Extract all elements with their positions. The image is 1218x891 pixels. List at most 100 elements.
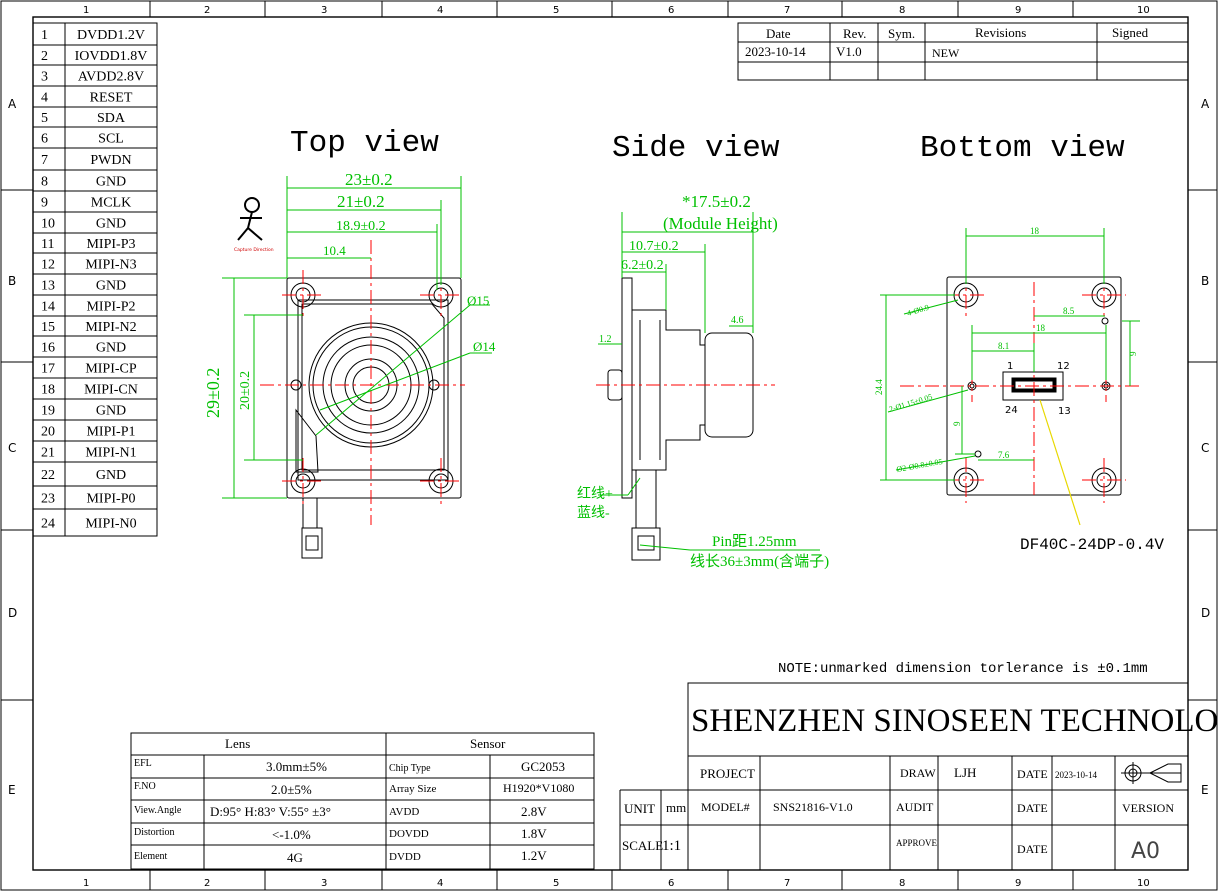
dim-244: 24.4 [874, 379, 884, 395]
dim-module-height: *17.5±0.2 [682, 192, 751, 211]
connector-pin-1: 1 [1007, 361, 1013, 372]
top-board-outline [286, 277, 462, 499]
dim-width-21: 21±0.2 [337, 192, 385, 211]
date-label: DATE [1017, 801, 1048, 815]
dim-width-104: 10.4 [323, 243, 346, 258]
rev-header-signed: Signed [1112, 25, 1149, 40]
company-name: SHENZHEN SINOSEEN TECHNOLOGY [691, 703, 1218, 739]
dim-18: 18 [1036, 323, 1046, 333]
sensor-key: Array Size [389, 783, 436, 795]
pin-number: 20 [41, 425, 55, 440]
pin-number: 11 [41, 237, 54, 252]
pin-number: 16 [41, 341, 55, 356]
lens-value: 4G [287, 850, 303, 865]
pin-name: MIPI-N1 [85, 446, 136, 461]
row-label: C [1201, 441, 1209, 455]
col-label: 7 [784, 5, 790, 16]
pin-name: GND [96, 468, 126, 483]
capture-direction-label: Capture Direction [234, 247, 274, 253]
top-view-dimensions: 23±0.2 21±0.2 18.9±0.2 10.4 Ø15 Ø14 29±0… [203, 170, 496, 418]
side-board [621, 277, 633, 499]
revision-text: Date Rev. Sym. Revisions Signed 2023-10-… [745, 25, 1149, 60]
pin-name: IOVDD1.8V [75, 49, 148, 64]
bottom-view-dimensions: 18 18 8.1 8.5 9 24.4 9 7.6 4-Ø0.9 2-Ø1.1… [874, 226, 1138, 474]
col-label: 3 [321, 5, 327, 16]
pin-name: MIPI-N2 [85, 320, 136, 335]
pin-number: 12 [41, 258, 55, 273]
pin-number: 17 [41, 362, 55, 377]
pin-number: 1 [41, 28, 48, 43]
scale-label: SCALE [622, 838, 663, 853]
approve-label: APPROVE [896, 838, 938, 848]
version-value: A0 [1131, 839, 1160, 864]
zone-labels: 1 2 3 4 5 6 7 8 9 10 1 2 3 4 5 6 7 8 9 1… [8, 5, 1210, 889]
lens-value: 2.0±5% [271, 782, 312, 797]
dim-width-23: 23±0.2 [345, 170, 393, 189]
side-connector [631, 527, 661, 561]
col-label: 8 [899, 5, 905, 16]
col-label: 1 [83, 878, 89, 889]
pin-number: 3 [41, 70, 48, 85]
lens-value: 3.0mm±5% [266, 759, 327, 774]
pin-number: 4 [41, 91, 48, 106]
pin-number: 19 [41, 404, 55, 419]
pin-name: MIPI-P0 [86, 492, 135, 507]
connector-pin-12: 12 [1057, 361, 1070, 372]
rev-header-revisions: Revisions [975, 25, 1026, 40]
row-label: D [1201, 606, 1210, 620]
pin-name: SDA [97, 111, 126, 126]
dim-2-holes-b: Ø2-Ø0.8±0.05 [896, 457, 943, 474]
col-label: 10 [1137, 878, 1150, 889]
connector-part-number: DF40C-24DP-0.4V [1020, 536, 1164, 554]
row-label: D [8, 606, 17, 620]
dim-107: 10.7±0.2 [629, 239, 679, 254]
pin-number: 21 [41, 446, 55, 461]
lens-key: F.NO [134, 781, 156, 792]
lens-value: D:95° H:83° V:55° ±3° [210, 804, 331, 819]
col-label: 2 [204, 878, 210, 889]
connector-pin-24: 24 [1005, 405, 1018, 416]
pin-number: 10 [41, 217, 55, 232]
dim-height-20: 20±0.2 [238, 371, 253, 410]
col-label: 10 [1137, 5, 1150, 16]
lens-value: <-1.0% [272, 827, 311, 842]
pin-name: DVDD1.2V [77, 28, 145, 43]
pin-number: 5 [41, 111, 48, 126]
col-label: 6 [668, 878, 674, 889]
version-label: VERSION [1122, 801, 1174, 815]
pin-name: MIPI-P3 [86, 237, 135, 252]
blue-wire-label: 蓝线- [577, 505, 610, 521]
dim-diameter-15: Ø15 [467, 293, 489, 308]
side-holder [631, 309, 706, 471]
col-label: 9 [1015, 5, 1021, 16]
project-label: PROJECT [700, 766, 755, 781]
drawer-name: LJH [954, 765, 976, 780]
pin-number: 24 [41, 517, 55, 532]
wire-length-label: 线长36±3mm(含端子) [690, 553, 829, 570]
dim-81: 8.1 [998, 341, 1009, 351]
top-view-title: Top view [290, 126, 439, 161]
top-connector [301, 527, 323, 559]
bottom-view-title: Bottom view [920, 131, 1125, 166]
lens-key: Distortion [134, 827, 175, 838]
row-label: B [8, 274, 16, 288]
capture-direction-icon [237, 197, 263, 241]
pin-name: SCL [98, 132, 124, 147]
dim-18-top: 18 [1030, 226, 1040, 236]
lens-key: View.Angle [134, 805, 182, 816]
model-label: MODEL# [701, 800, 750, 814]
pin-number: 9 [41, 196, 48, 211]
unit-label: UNIT [624, 801, 655, 816]
pin-name: RESET [90, 91, 133, 106]
row-label: C [8, 441, 16, 455]
pin-name: GND [96, 279, 126, 294]
rev-date: 2023-10-14 [745, 44, 806, 59]
unit-value: mm [666, 800, 686, 815]
rev-header-date: Date [766, 26, 791, 41]
sensor-key: DOVDD [389, 828, 429, 840]
date-label: DATE [1017, 767, 1048, 781]
pin-pitch-label: Pin距1.25mm [712, 534, 797, 550]
pin-number: 7 [41, 153, 48, 168]
dim-diameter-14: Ø14 [473, 339, 496, 354]
